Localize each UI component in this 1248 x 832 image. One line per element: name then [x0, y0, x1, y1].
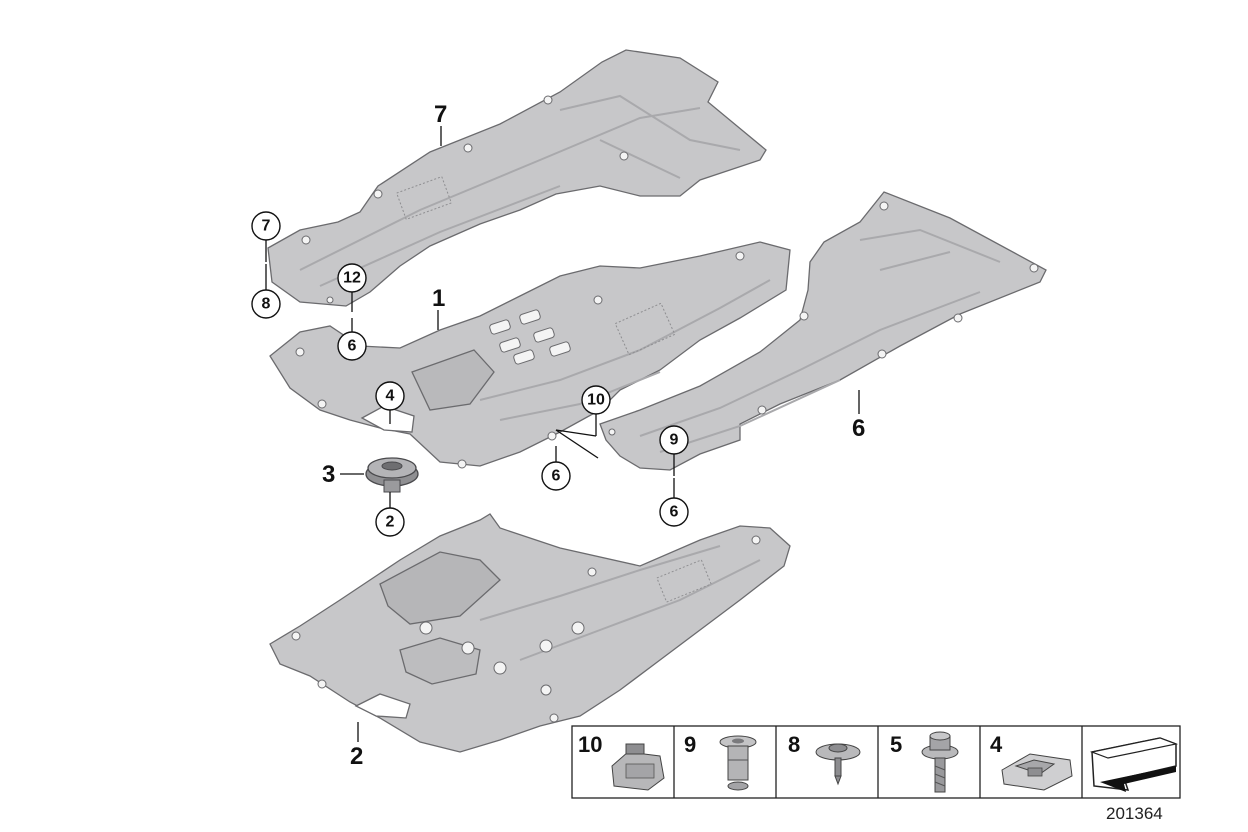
underbody-panel-7 [267, 49, 767, 307]
underbody-panel-6 [599, 191, 1047, 471]
svg-text:8: 8 [262, 296, 271, 313]
clip-nut-icon [611, 743, 665, 791]
flange-screw-icon [815, 743, 861, 786]
callout-7: 7 [251, 211, 281, 262]
callout-8: 8 [251, 264, 281, 319]
nut-part-3 [365, 457, 419, 493]
svg-text:8: 8 [788, 732, 800, 757]
underbody-panel-1 [269, 241, 791, 469]
label-part-7: 7 [434, 101, 447, 128]
svg-text:10: 10 [587, 392, 605, 409]
legend-item-direction [1089, 737, 1179, 792]
callout-12: 12 [337, 263, 367, 312]
label-part-6: 6 [852, 415, 865, 442]
svg-text:9: 9 [670, 432, 679, 449]
label-part-2: 2 [350, 743, 363, 770]
svg-text:9: 9 [684, 732, 696, 757]
callout-6-right: 6 [659, 478, 689, 527]
fastener-legend: 10 9 8 [571, 725, 1181, 799]
callout-2: 2 [375, 492, 405, 537]
svg-text:7: 7 [262, 218, 271, 235]
svg-text:4: 4 [990, 732, 1003, 757]
callout-9: 9 [659, 425, 689, 476]
underbody-panel-2 [269, 513, 791, 753]
callout-6-center: 6 [337, 318, 367, 361]
direction-arrow-icon [1089, 737, 1179, 792]
label-part-3: 3 [322, 461, 335, 488]
legend-item-9: 9 [684, 732, 757, 791]
collar-bolt-icon [921, 731, 959, 793]
svg-text:2: 2 [386, 514, 395, 531]
legend-item-10: 10 [578, 732, 665, 791]
svg-text:10: 10 [578, 732, 602, 757]
legend-item-5: 5 [890, 731, 959, 793]
callout-10: 10 [555, 385, 611, 459]
callout-6-lower: 6 [541, 446, 571, 491]
svg-text:5: 5 [890, 732, 902, 757]
callout-4: 4 [375, 381, 405, 424]
legend-item-8: 8 [788, 732, 861, 786]
spring-clip-icon [1001, 753, 1073, 791]
svg-text:6: 6 [552, 468, 561, 485]
svg-text:6: 6 [348, 338, 357, 355]
legend-item-4: 4 [990, 732, 1073, 791]
expanding-rivet-icon [719, 735, 757, 791]
svg-text:6: 6 [670, 504, 679, 521]
label-part-1: 1 [432, 285, 445, 312]
svg-text:4: 4 [386, 388, 395, 405]
svg-text:12: 12 [343, 270, 361, 287]
reference-number: 201364 [1106, 804, 1163, 823]
